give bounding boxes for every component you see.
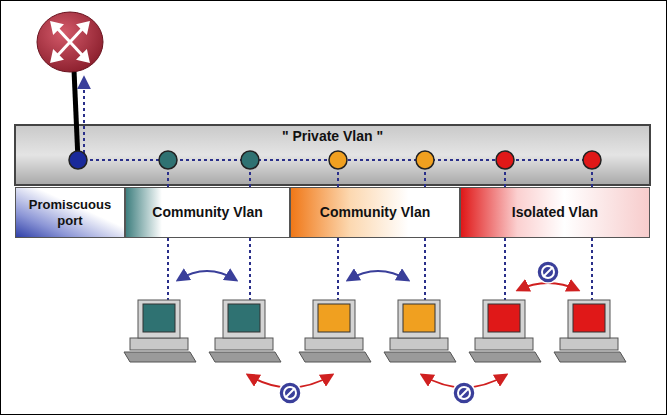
- computer-icon: [384, 300, 456, 362]
- computer-icon: [299, 300, 371, 362]
- community-vlan-box: Community Vlan: [290, 187, 460, 238]
- isolated-vlan-box: Isolated Vlan: [460, 187, 650, 238]
- no-sign: [537, 261, 559, 283]
- blocked-arrow: [518, 283, 578, 290]
- promiscuous-port-box: Promiscuous port: [15, 187, 125, 238]
- community-vlan-box: Community Vlan: [125, 187, 290, 238]
- no-sign: [279, 382, 301, 404]
- box-label: Community Vlan: [320, 204, 430, 221]
- port-dots: [69, 151, 601, 169]
- computer-icon: [554, 300, 626, 362]
- computer-icon: [209, 300, 281, 362]
- allowed-arrow: [348, 271, 408, 280]
- band-title: " Private Vlan ": [282, 128, 383, 145]
- box-label: Community Vlan: [152, 204, 262, 221]
- uplink-path: [83, 78, 85, 160]
- box-label: Isolated Vlan: [512, 204, 598, 221]
- router-icon: [37, 12, 103, 72]
- no-sign: [453, 382, 475, 404]
- computer-icon: [124, 300, 196, 362]
- allowed-arrow: [178, 271, 236, 280]
- computer-icon: [469, 300, 541, 362]
- computers: [124, 300, 626, 362]
- band-fill: [15, 125, 650, 185]
- box-label: Promiscuous port: [21, 197, 119, 228]
- router-link: [74, 70, 78, 160]
- private-vlan-band: " Private Vlan ": [15, 125, 650, 185]
